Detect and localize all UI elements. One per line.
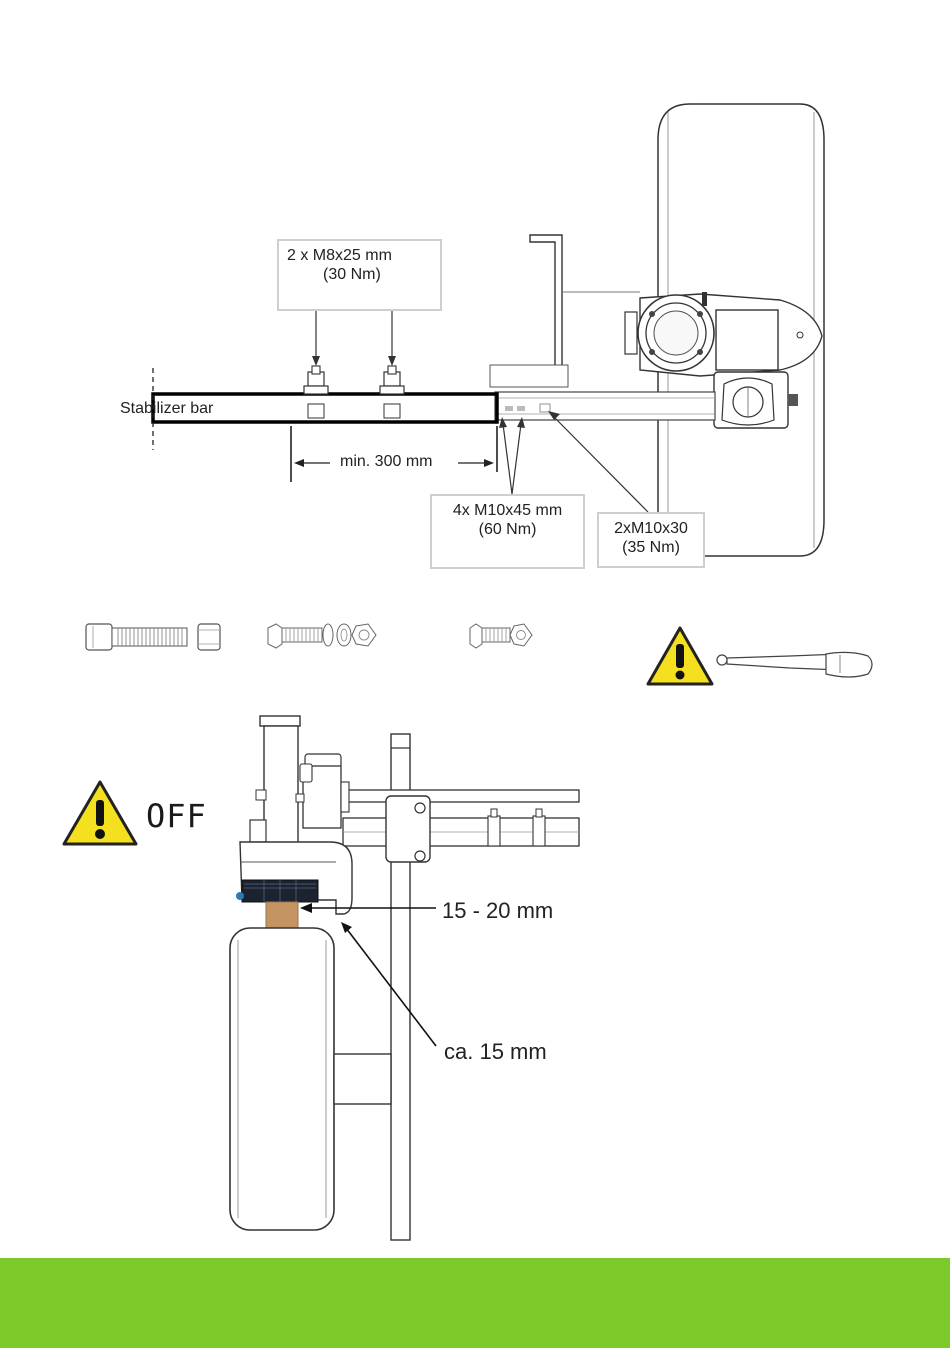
axle bbox=[334, 1054, 391, 1104]
rail-bolt bbox=[533, 809, 545, 846]
roller-gap-label: 15 - 20 mm bbox=[442, 898, 553, 923]
upper-rail bbox=[343, 790, 579, 802]
warning-off-icon bbox=[64, 782, 136, 844]
roller-contact bbox=[266, 902, 298, 930]
post-clamp bbox=[386, 796, 430, 862]
footer-bar bbox=[0, 1258, 950, 1348]
tire-side bbox=[230, 928, 334, 1230]
tire-distance-label: ca. 15 mm bbox=[444, 1039, 547, 1064]
rail-bolt bbox=[488, 809, 500, 846]
drive-unit-side bbox=[236, 716, 352, 914]
off-label: OFF bbox=[146, 798, 207, 835]
